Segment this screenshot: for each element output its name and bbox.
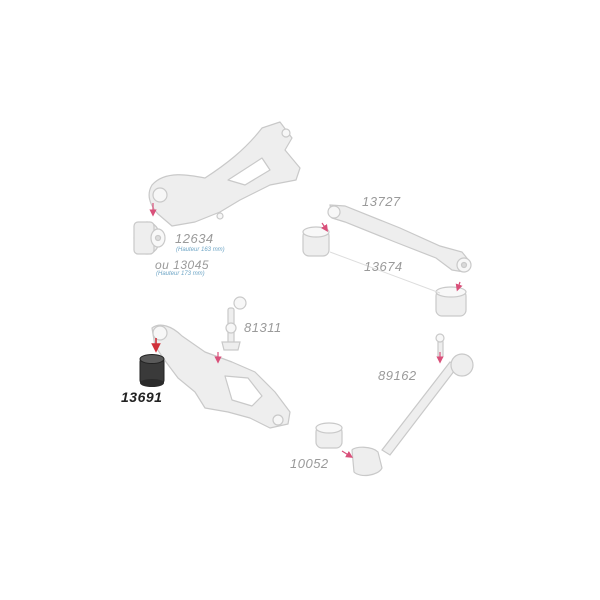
arrow-13674-right: [455, 281, 463, 292]
label-13727: 13727: [362, 194, 401, 209]
arrow-10052: [341, 450, 354, 458]
bushing-10052-ghost: [315, 422, 343, 449]
note-12634: (Hauteur 163 mm): [176, 247, 225, 253]
lower-control-arm-ghost: [151, 324, 291, 429]
note-13045: (Hauteur 173 mm): [156, 271, 205, 277]
label-13045: ou 13045: [155, 258, 210, 272]
bushing-13674-right-ghost: [435, 286, 467, 317]
trailing-arm-ghost: [148, 121, 301, 227]
rear-link-ghost: [351, 333, 474, 477]
leader-13674: [329, 251, 441, 294]
bushing-13674-left-ghost: [302, 226, 330, 257]
bushing-13691: [139, 354, 165, 387]
upper-link-ghost: [327, 204, 472, 273]
label-13674: 13674: [364, 259, 403, 274]
label-89162: 89162: [378, 368, 417, 383]
label-12634: 12634: [175, 231, 214, 246]
label-81311: 81311: [244, 320, 282, 335]
stabilizer-link-ghost: [221, 296, 247, 351]
arrow-13674-left: [321, 222, 328, 232]
label-10052: 10052: [290, 456, 329, 471]
label-13691: 13691: [121, 389, 163, 405]
bushing-12634-ghost: [133, 221, 166, 255]
